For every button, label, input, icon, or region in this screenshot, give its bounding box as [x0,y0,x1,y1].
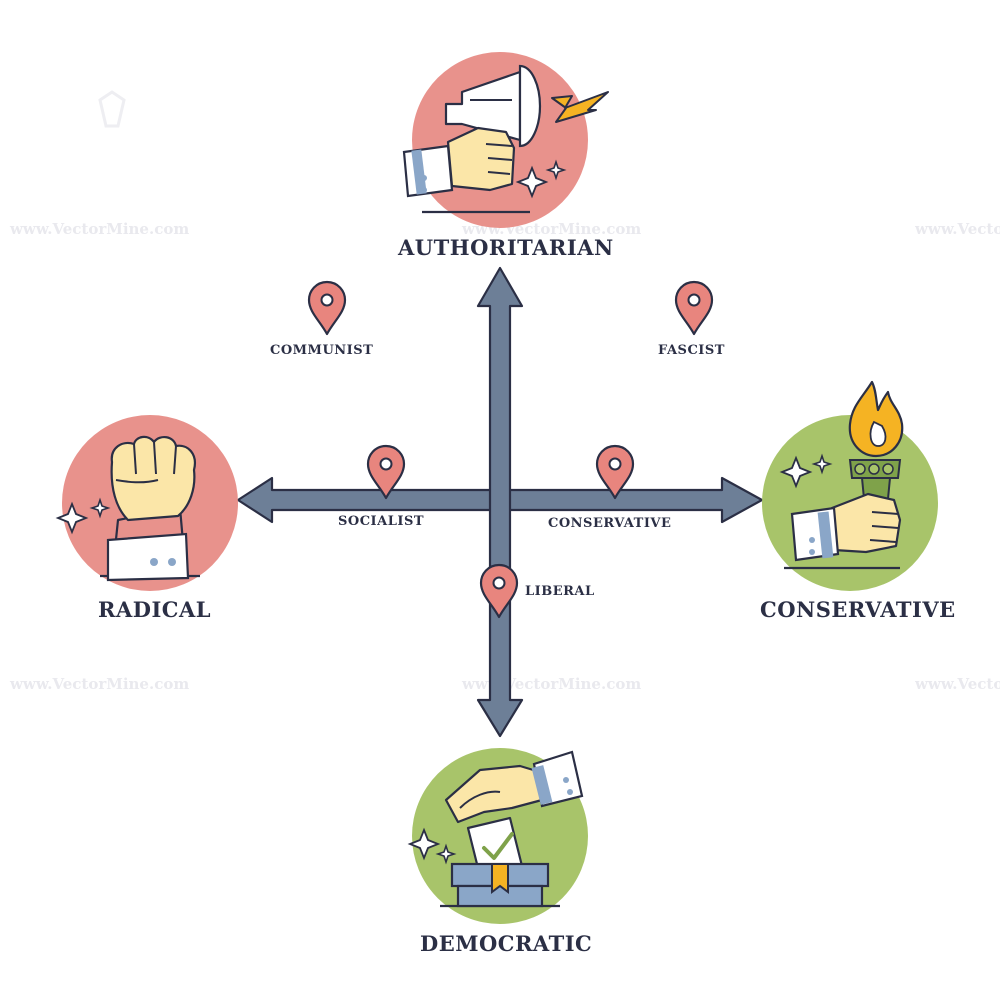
torch-icon [762,382,938,591]
pole-label-radical: RADICAL [98,597,211,622]
marker-label-conservative: CONSERVATIVE [548,516,671,531]
pole-label-democratic: DEMOCRATIC [420,931,592,956]
pole-label-conservative: CONSERVATIVE [760,597,956,622]
location-pin-icon [309,282,345,334]
ballot-box-icon [410,748,588,924]
watermark-logo [100,92,124,126]
marker-label-communist: COMMUNIST [270,343,373,358]
pole-label-authoritarian: AUTHORITARIAN [398,235,614,260]
marker-label-socialist: SOCIALIST [338,514,424,529]
raised-fist-icon [58,415,238,591]
megaphone-icon [404,52,608,228]
marker-label-fascist: FASCIST [658,343,725,358]
location-pin-icon [676,282,712,334]
location-pin-icon [481,565,517,617]
marker-label-liberal: LIBERAL [525,584,595,599]
